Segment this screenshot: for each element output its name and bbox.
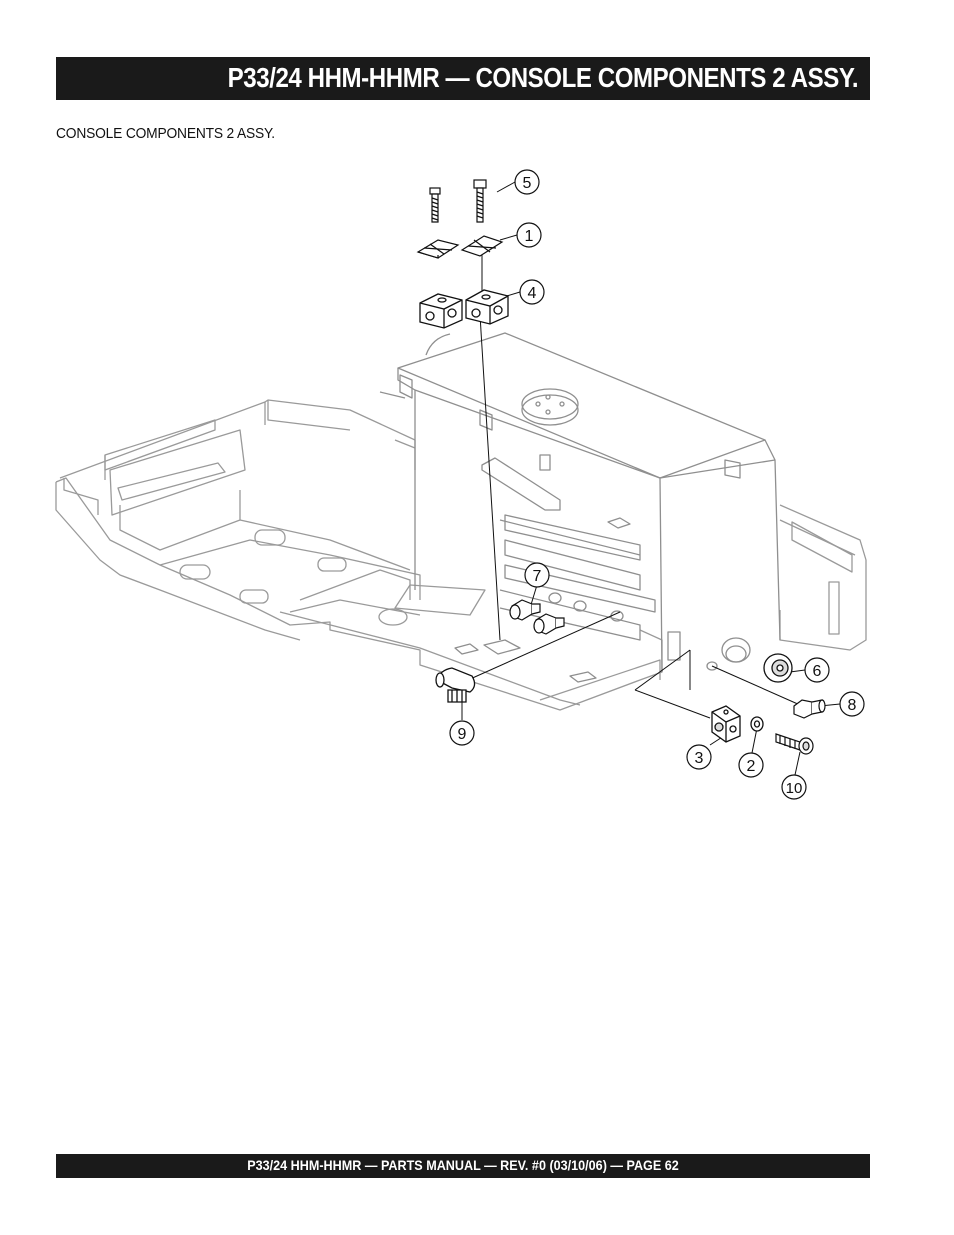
part-gaskets-1: [416, 235, 504, 259]
callout-2: 2: [738, 752, 764, 778]
svg-text:1: 1: [525, 228, 534, 245]
callout-6: 6: [804, 657, 830, 683]
callout-7: 7: [524, 562, 550, 588]
callout-9: 9: [449, 720, 475, 746]
callout-5: 5: [514, 169, 540, 195]
page-footer-bar: P33/24 HHM-HHMR — PARTS MANUAL — REV. #0…: [56, 1154, 870, 1178]
console-box: [379, 332, 781, 683]
svg-text:5: 5: [523, 175, 532, 192]
svg-text:9: 9: [458, 726, 467, 743]
page-title-bar: P33/24 HHM-HHMR — CONSOLE COMPONENTS 2 A…: [56, 57, 870, 100]
svg-text:2: 2: [747, 758, 756, 775]
part-washer-2: [750, 716, 764, 732]
part-bracket-3: [711, 705, 741, 743]
svg-text:4: 4: [528, 285, 537, 302]
callout-4: 4: [519, 279, 545, 305]
callout-3: 3: [686, 744, 712, 770]
callout-10: 10: [781, 774, 807, 800]
part-grommet-6: [763, 653, 793, 683]
svg-text:10: 10: [786, 780, 803, 797]
svg-text:3: 3: [695, 750, 704, 767]
part-elbow-fitting-9: [435, 667, 476, 703]
page-title: P33/24 HHM-HHMR — CONSOLE COMPONENTS 2 A…: [227, 62, 859, 93]
svg-text:8: 8: [848, 697, 857, 714]
leader-lines: [461, 181, 841, 776]
page-footer: P33/24 HHM-HHMR — PARTS MANUAL — REV. #0…: [247, 1157, 679, 1173]
part-fitting-8: [793, 699, 826, 719]
part-fittings-7: [509, 599, 565, 635]
callout-8: 8: [839, 691, 865, 717]
part-screw-10: [775, 733, 814, 755]
exploded-parts-diagram: 5 1 4 7 6 8 9 3: [0, 160, 954, 820]
svg-text:6: 6: [813, 663, 822, 680]
part-bolts-5: [429, 179, 487, 223]
svg-text:7: 7: [533, 568, 542, 585]
section-subtitle: CONSOLE COMPONENTS 2 ASSY.: [56, 125, 275, 142]
callout-1: 1: [516, 222, 542, 248]
frame-assembly: [55, 399, 867, 711]
part-clamp-blocks-4: [419, 289, 509, 329]
